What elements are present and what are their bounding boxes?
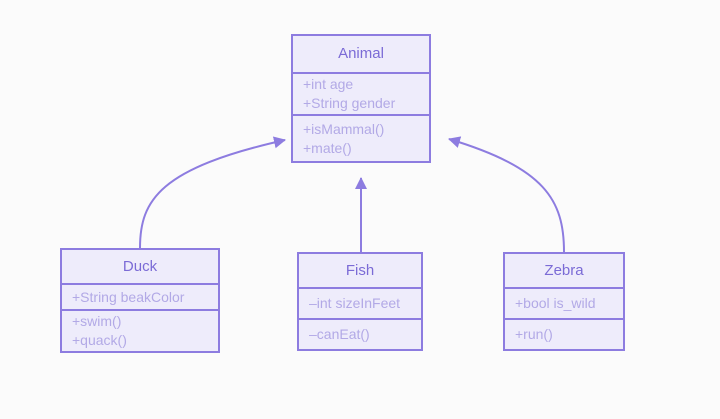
operation-item: +run() [515, 326, 553, 342]
class-operations-zebra: +run() [505, 318, 623, 349]
class-header-duck: Duck [62, 250, 218, 283]
attribute-item: +String beakColor [72, 288, 185, 305]
class-attributes-animal: +int age +String gender [293, 72, 429, 114]
class-box-animal[interactable]: Animal +int age +String gender +isMammal… [291, 34, 431, 163]
operation-item: –canEat() [309, 326, 370, 342]
class-attributes-zebra: +bool is_wild [505, 287, 623, 318]
attribute-item: +int age [303, 76, 354, 92]
class-box-fish[interactable]: Fish –int sizeInFeet –canEat() [297, 252, 423, 351]
class-attributes-duck: +String beakColor [62, 283, 218, 309]
attribute-item: –int sizeInFeet [309, 295, 401, 311]
class-box-zebra[interactable]: Zebra +bool is_wild +run() [503, 252, 625, 351]
operation-item: +mate() [303, 139, 352, 156]
class-box-duck[interactable]: Duck +String beakColor +swim() +quack() [60, 248, 220, 353]
operation-item: +quack() [72, 332, 127, 348]
class-attributes-fish: –int sizeInFeet [299, 287, 421, 318]
class-name-fish: Fish [345, 261, 375, 279]
class-operations-fish: –canEat() [299, 318, 421, 349]
class-name-animal: Animal [338, 45, 384, 62]
attribute-item: +String gender [303, 95, 396, 111]
attribute-item: +bool is_wild [515, 295, 596, 311]
operation-item: +isMammal() [303, 120, 385, 137]
class-name-zebra: Zebra [544, 261, 584, 279]
operation-item: +swim() [72, 313, 122, 329]
class-header-zebra: Zebra [505, 254, 623, 287]
class-name-duck: Duck [122, 257, 158, 275]
edge-zebra-to-animal [448, 136, 565, 253]
class-operations-animal: +isMammal() +mate() [293, 114, 429, 161]
class-operations-duck: +swim() +quack() [62, 309, 218, 351]
edge-duck-to-animal [139, 136, 286, 249]
class-header-fish: Fish [299, 254, 421, 287]
class-header-animal: Animal [293, 36, 429, 72]
